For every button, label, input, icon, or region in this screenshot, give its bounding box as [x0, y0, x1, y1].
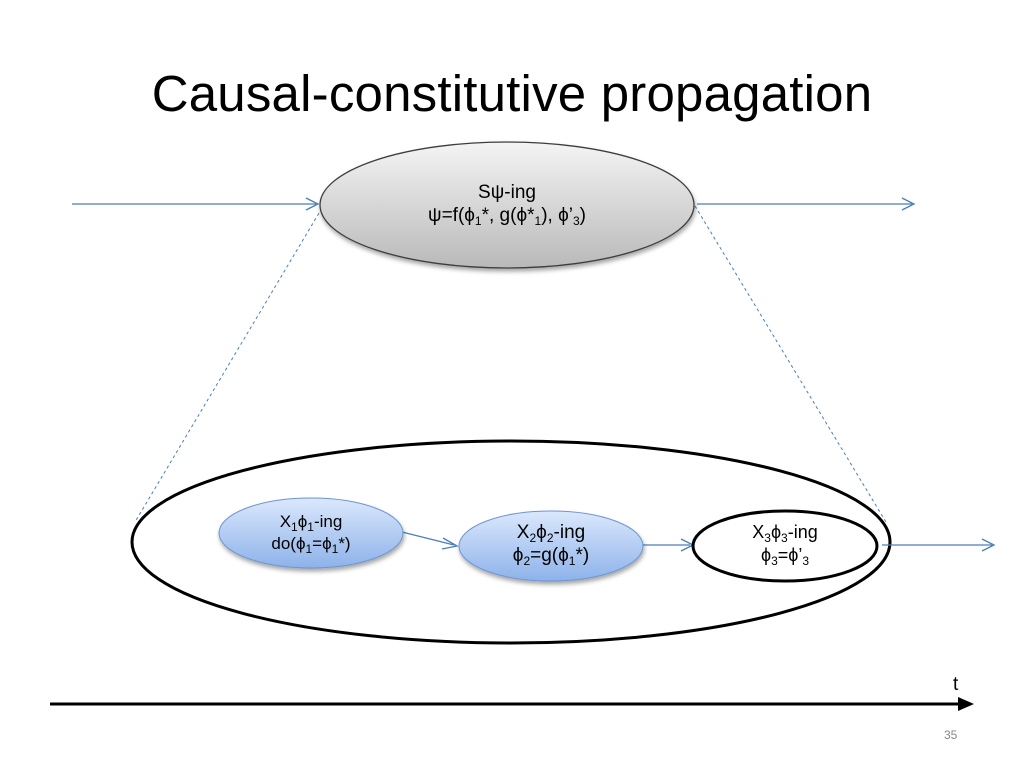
- node2-line2: ϕ2=g(ϕ1*): [512, 545, 590, 568]
- top-node-line2: ψ=f(ϕ1*, g(ϕ*1), ϕ’3): [428, 205, 586, 228]
- node1-line2: do(ϕ1=ϕ1*): [271, 534, 351, 556]
- projection-line-right: [694, 205, 887, 523]
- node3-line2: ϕ3=ϕ’3: [760, 545, 810, 568]
- top-incoming-arrowhead: [305, 197, 320, 211]
- time-axis-label: t: [953, 674, 959, 695]
- mechanism-ellipse: [130, 439, 892, 645]
- node1-ellipse: [218, 497, 404, 569]
- node3-label: X3ϕ3-ing ϕ3=ϕ’3: [705, 521, 865, 567]
- node2-line1: X2ϕ2-ing: [516, 522, 586, 545]
- page-number: 35: [944, 728, 958, 742]
- node2-ellipse: [458, 510, 644, 582]
- projection-line-left: [134, 207, 323, 523]
- top-node-label: Sψ-ing ψ=f(ϕ1*, g(ϕ*1), ϕ’3): [377, 181, 637, 227]
- node2-label: X2ϕ2-ing ϕ2=g(ϕ1*): [471, 521, 631, 567]
- node1-line1: X1ϕ1-ing: [279, 512, 343, 534]
- top-outgoing-arrowhead: [901, 197, 916, 211]
- node3-ellipse: [691, 509, 879, 583]
- node3-line1: X3ϕ3-ing: [752, 522, 818, 545]
- time-axis-arrowhead: [958, 697, 974, 711]
- bottom-outgoing-arrowhead: [981, 538, 996, 552]
- arrow-node1-node2-head: [441, 537, 459, 550]
- arrow-node1-node2: [401, 531, 455, 546]
- top-node-line1: Sψ-ing: [478, 182, 536, 203]
- node1-label: X1ϕ1-ing do(ϕ1=ϕ1*): [231, 511, 391, 555]
- top-node-ellipse: [319, 141, 695, 269]
- slide-title: Causal-constitutive propagation: [151, 65, 873, 122]
